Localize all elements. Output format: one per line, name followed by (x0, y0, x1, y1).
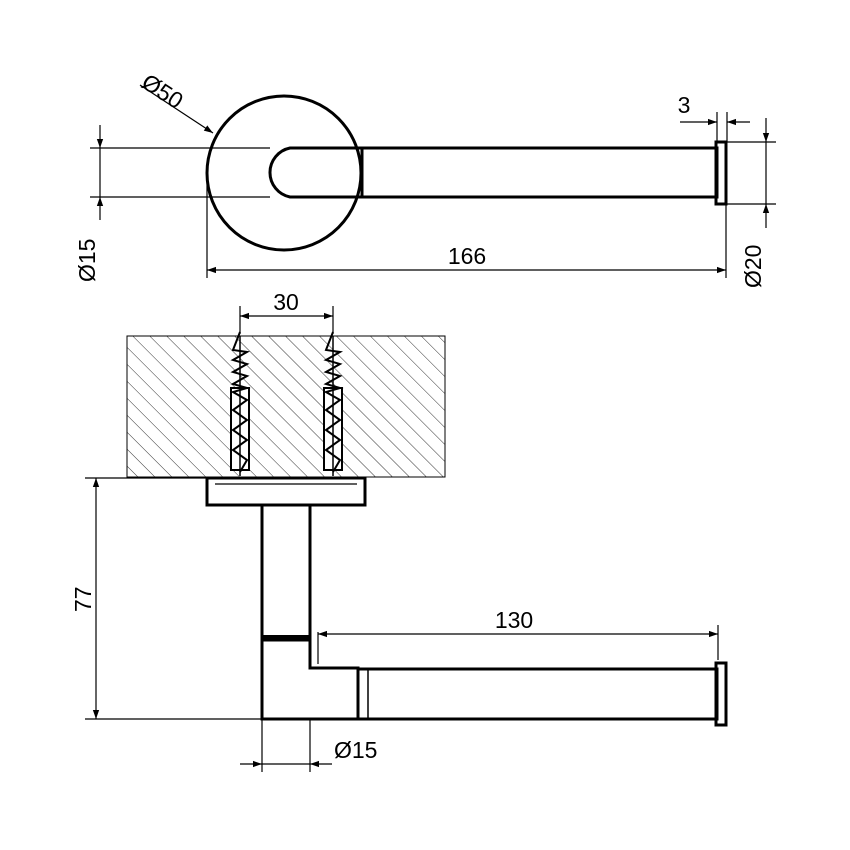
rosette-circle (205, 94, 363, 252)
bar-body (360, 146, 719, 199)
bar-end-cap (714, 661, 728, 727)
leader-line (139, 84, 214, 134)
bar-u-bend (268, 146, 364, 199)
dim-rosette-diameter: Ø50 (137, 68, 188, 113)
screw-left (230, 331, 251, 476)
dim-cap-diameter: Ø20 (740, 245, 766, 288)
dim-bar-length: 130 (495, 607, 533, 633)
elbow (260, 638, 360, 721)
horizontal-bar (356, 667, 719, 721)
base-plate (205, 476, 367, 507)
dim-screw-spacing: 30 (273, 289, 299, 315)
wall-section (126, 335, 446, 478)
dim-projection: 77 (70, 586, 96, 612)
screw-right (323, 331, 344, 476)
top-view: Ø15 Ø50 166 3 Ø20 (74, 68, 776, 288)
side-view: 30 77 130 Ø15 (70, 289, 728, 772)
dim-top-bar-diameter: Ø15 (74, 239, 100, 282)
end-cap (714, 140, 728, 206)
dim-overall-length: 166 (448, 243, 486, 269)
dim-post-diameter: Ø15 (334, 737, 377, 763)
dim-cap-thickness: 3 (678, 92, 691, 118)
vertical-post (260, 503, 312, 639)
